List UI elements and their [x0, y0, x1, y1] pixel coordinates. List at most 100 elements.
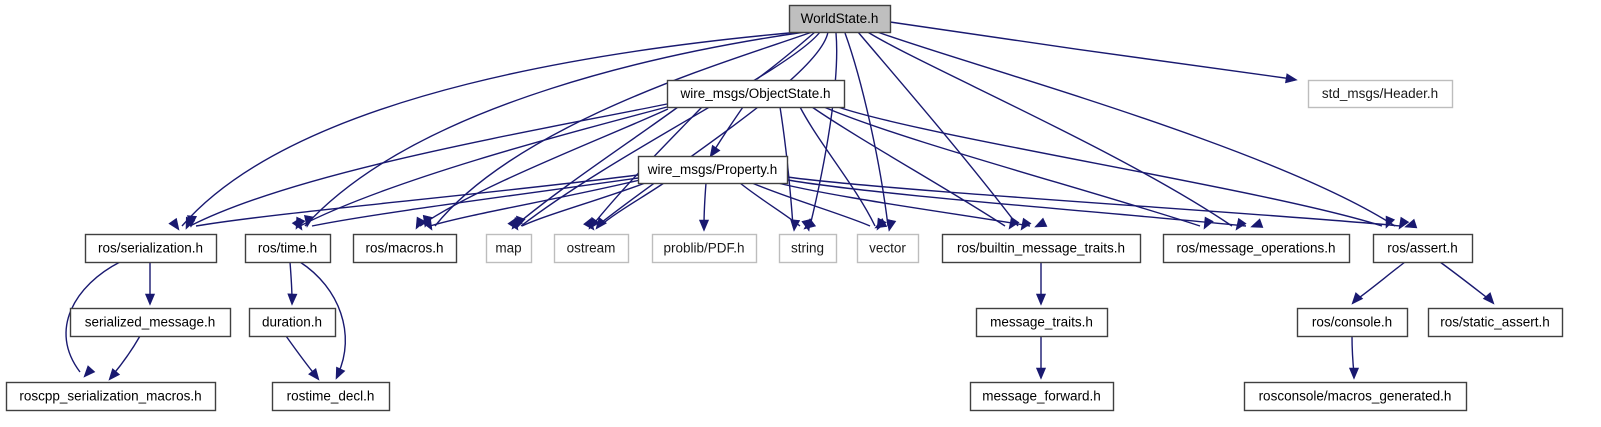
edge-arrowhead-icon: [1285, 73, 1298, 84]
node-message_forward[interactable]: message_forward.h: [969, 381, 1115, 412]
node-label-objectstate: wire_msgs/ObjectState.h: [679, 86, 830, 101]
graph-edges: [65, 21, 1495, 381]
edge-assert-to-static_assert: [1439, 261, 1495, 305]
edge-property-to-builtin_traits: [769, 180, 1048, 228]
edge-arrowhead-icon: [108, 368, 121, 381]
edge-property-to-vector: [751, 182, 888, 229]
node-property[interactable]: wire_msgs/Property.h: [637, 155, 789, 185]
edge-serialized_message-to-roscpp_macros: [108, 335, 141, 381]
edge-property-to-time: [303, 177, 639, 228]
node-static_assert[interactable]: ros/static_assert.h: [1427, 307, 1564, 338]
node-label-map: map: [495, 241, 521, 256]
edge-time-to-rostime_decl: [299, 261, 346, 380]
edge-worldstate-to-vector: [844, 32, 897, 232]
node-rosconsole_macros[interactable]: rosconsole/macros_generated.h: [1243, 381, 1468, 412]
edge-arrowhead-icon: [168, 217, 180, 231]
node-box-objectstate: [666, 79, 846, 109]
node-string: string: [778, 233, 838, 264]
edge-arrowhead-icon: [308, 367, 320, 381]
node-serialization[interactable]: ros/serialization.h: [84, 233, 218, 264]
graph-nodes: WorldState.h wire_msgs/ObjectState.h std_m…: [5, 4, 1564, 412]
edge-arrowhead-icon: [1482, 292, 1495, 305]
node-builtin_traits[interactable]: ros/builtin_message_traits.h: [941, 233, 1142, 264]
node-time[interactable]: ros/time.h: [244, 233, 332, 264]
node-label-serialization: ros/serialization.h: [98, 241, 203, 256]
edge-arrowhead-icon: [1404, 218, 1418, 229]
node-label-rostime_decl: rostime_decl.h: [287, 389, 375, 404]
node-label-duration: duration.h: [262, 315, 322, 330]
node-duration[interactable]: duration.h: [248, 307, 337, 338]
edge-arrowhead-icon: [295, 216, 306, 230]
edge-serialization-to-serialized_message: [144, 261, 156, 306]
edge-arrowhead-icon: [588, 216, 600, 230]
node-box-serialization: [84, 233, 218, 264]
node-objectstate[interactable]: wire_msgs/ObjectState.h: [666, 79, 846, 109]
node-label-ostream: ostream: [567, 241, 616, 256]
edge-objectstate-to-time: [295, 106, 668, 230]
node-console[interactable]: ros/console.h: [1296, 307, 1409, 338]
node-worldstate[interactable]: WorldState.h: [788, 4, 892, 34]
node-message_traits[interactable]: message_traits.h: [975, 307, 1109, 338]
edge-arrowhead-icon: [303, 214, 314, 228]
node-box-header: [1307, 79, 1454, 109]
node-map: map: [485, 233, 533, 264]
node-message_ops[interactable]: ros/message_operations.h: [1162, 233, 1351, 264]
node-box-static_assert: [1427, 307, 1564, 338]
node-box-serialized_message: [69, 307, 232, 338]
edge-property-to-message_ops: [781, 178, 1264, 228]
edge-objectstate-to-message_ops: [823, 106, 1214, 230]
node-box-string: [778, 233, 838, 264]
node-assert[interactable]: ros/assert.h: [1372, 233, 1474, 264]
edge-time-to-duration: [287, 261, 298, 306]
node-label-message_traits: message_traits.h: [990, 315, 1093, 330]
node-label-message_ops: ros/message_operations.h: [1176, 241, 1335, 256]
edge-worldstate-to-message_ops: [865, 30, 1247, 231]
node-box-builtin_traits: [941, 233, 1142, 264]
node-roscpp_macros[interactable]: roscpp_serialization_macros.h: [5, 381, 217, 412]
node-box-worldstate: [788, 4, 892, 34]
node-box-assert: [1372, 233, 1474, 264]
node-box-duration: [248, 307, 337, 338]
node-label-builtin_traits: ros/builtin_message_traits.h: [957, 241, 1125, 256]
node-box-property: [637, 155, 789, 185]
edge-worldstate-to-serialization: [168, 31, 801, 231]
edge-arrowhead-icon: [144, 293, 156, 306]
edge-arrowhead-icon: [335, 366, 346, 380]
node-macros[interactable]: ros/macros.h: [352, 233, 458, 264]
node-box-console: [1296, 307, 1409, 338]
edge-property-to-string: [739, 182, 817, 230]
edge-property-to-assert: [786, 176, 1418, 229]
edge-arrowhead-icon: [1035, 293, 1047, 306]
edge-arrowhead-icon: [1385, 215, 1396, 229]
edge-property-to-pdf: [698, 182, 710, 232]
edge-arrowhead-icon: [186, 215, 198, 228]
edge-property-to-map: [516, 181, 649, 229]
edge-objectstate-to-macros: [415, 108, 669, 230]
edge-arrowhead-icon: [698, 219, 710, 232]
edge-arrowhead-icon: [709, 144, 721, 158]
node-label-serialized_message: serialized_message.h: [85, 315, 216, 330]
edge-property-to-macros: [422, 179, 641, 228]
node-label-console: ros/console.h: [1312, 315, 1392, 330]
edge-worldstate-to-string: [801, 32, 838, 232]
edge-arrowhead-icon: [790, 219, 801, 232]
edge-worldstate-to-assert: [871, 29, 1410, 230]
node-label-static_assert: ros/static_assert.h: [1440, 315, 1550, 330]
node-label-vector: vector: [869, 241, 906, 256]
node-box-vector: [856, 233, 920, 264]
edge-property-to-serialization: [186, 174, 639, 228]
edge-arrowhead-icon: [1250, 218, 1264, 228]
edge-message_traits-to-message_forward: [1035, 336, 1047, 380]
edge-arrowhead-icon: [595, 216, 607, 230]
edge-objectstate-to-assert: [837, 106, 1396, 229]
edge-objectstate-to-builtin_traits: [811, 106, 1020, 230]
node-label-worldstate: WorldState.h: [801, 11, 879, 26]
edge-duration-to-rostime_decl: [285, 335, 320, 381]
node-rostime_decl[interactable]: rostime_decl.h: [271, 381, 391, 412]
node-serialized_message[interactable]: serialized_message.h: [69, 307, 232, 338]
node-ostream: ostream: [553, 233, 630, 264]
node-header: std_msgs/Header.h: [1307, 79, 1454, 109]
node-label-macros: ros/macros.h: [365, 241, 443, 256]
edge-arrowhead-icon: [287, 293, 298, 306]
